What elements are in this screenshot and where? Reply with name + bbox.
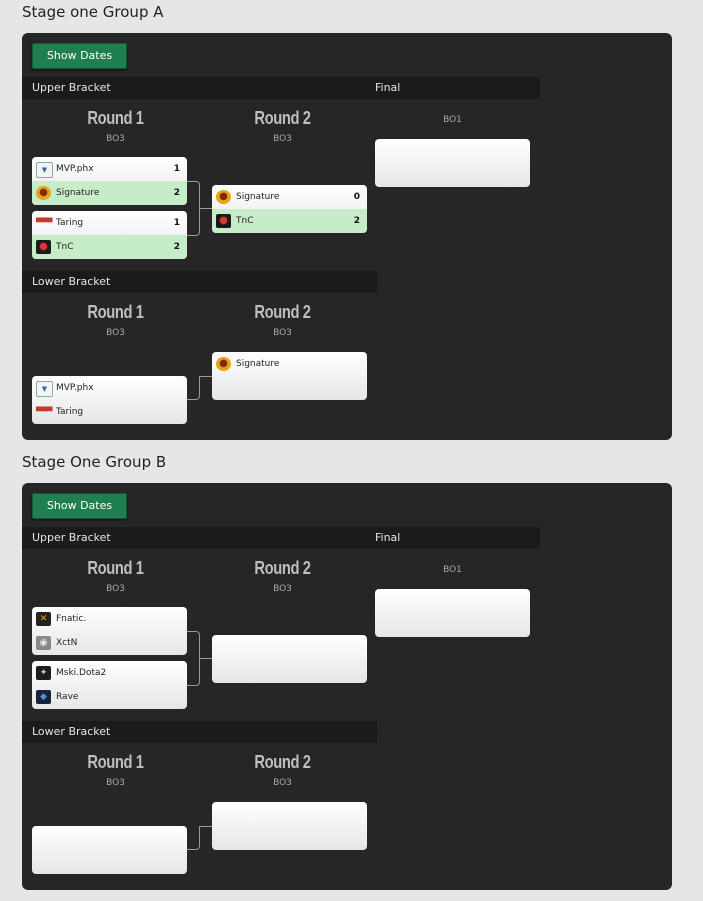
group-b-panel: Show Dates Upper Bracket Final Round 1 B… <box>22 483 672 890</box>
mvp-logo-icon: ▼ <box>36 381 53 397</box>
team-score: 2 <box>173 188 180 198</box>
lower-round1-label: Round 1 <box>87 752 144 772</box>
final-match-card[interactable] <box>375 589 530 637</box>
taring-logo-icon: ▀▀▀ <box>36 407 52 416</box>
rave-logo-icon: ◆ <box>36 690 51 704</box>
team-row[interactable]: ● Signature <box>212 352 367 376</box>
team-row[interactable]: ▀▀▀ Taring <box>32 400 187 424</box>
team-name: TnC <box>236 216 254 226</box>
match-card[interactable]: ● Signature <box>212 352 367 400</box>
team-row[interactable]: ◆ Rave <box>32 685 187 709</box>
upper-round2-label: Round 2 <box>254 108 311 128</box>
team-row[interactable]: ● TnC 2 <box>212 209 367 233</box>
xctn-logo-icon: ◉ <box>36 636 51 650</box>
group-b-title: Stage One Group B <box>22 453 167 471</box>
lower-bracket-header: Lower Bracket <box>22 271 377 293</box>
bracket-connector <box>187 631 200 686</box>
show-dates-button[interactable]: Show Dates <box>32 493 127 519</box>
upper-round1-bo: BO3 <box>106 134 125 144</box>
team-name: Fnatic. <box>56 614 87 624</box>
team-row[interactable]: ▀▀▀ Taring 1 <box>32 211 187 235</box>
taring-logo-icon: ▀▀▀ <box>36 218 52 227</box>
bracket-connector <box>187 376 200 400</box>
bracket-connector <box>200 208 212 209</box>
match-card[interactable]: ● Signature 0 ● TnC 2 <box>212 185 367 233</box>
tnc-logo-icon: ● <box>216 214 231 228</box>
upper-bracket-header: Upper Bracket <box>22 527 367 549</box>
team-score: 2 <box>173 242 180 252</box>
team-row[interactable]: ▼ MVP.phx <box>32 376 187 400</box>
bracket-connector <box>200 658 212 659</box>
bracket-connector <box>187 181 200 236</box>
team-name: Signature <box>56 188 100 198</box>
final-header: Final <box>365 527 540 549</box>
tnc-logo-icon: ● <box>36 240 51 254</box>
team-name: Signature <box>236 359 280 369</box>
match-card[interactable] <box>32 826 187 874</box>
match-card[interactable]: ▼ MVP.phx ▀▀▀ Taring <box>32 376 187 424</box>
team-name: Signature <box>236 192 280 202</box>
team-row[interactable]: ◉ XctN <box>32 631 187 655</box>
team-row[interactable]: ● Signature 2 <box>32 181 187 205</box>
team-name: Taring <box>56 407 84 417</box>
upper-round1-bo: BO3 <box>106 584 125 594</box>
bracket-connector <box>200 376 212 377</box>
upper-bracket-header: Upper Bracket <box>22 77 367 99</box>
team-name: Rave <box>56 692 79 702</box>
signature-logo-icon: ● <box>216 190 231 204</box>
team-row[interactable]: ▼ MVP.phx 1 <box>32 157 187 181</box>
upper-round1-label: Round 1 <box>87 108 144 128</box>
team-name: Mski.Dota2 <box>56 668 107 678</box>
final-bo: BO1 <box>443 565 462 575</box>
team-row[interactable]: ● Signature 0 <box>212 185 367 209</box>
fnatic-logo-icon: ✕ <box>36 612 51 626</box>
show-dates-button[interactable]: Show Dates <box>32 43 127 69</box>
bracket-connector <box>187 826 200 850</box>
team-row[interactable]: ✕ Fnatic. <box>32 607 187 631</box>
lower-round1-bo: BO3 <box>106 328 125 338</box>
match-card[interactable]: ▀▀▀ Taring 1 ● TnC 2 <box>32 211 187 259</box>
group-a-title: Stage one Group A <box>22 3 164 21</box>
mvp-logo-icon: ▼ <box>36 162 53 178</box>
final-header: Final <box>365 77 540 99</box>
lower-round1-label: Round 1 <box>87 302 144 322</box>
signature-logo-icon: ● <box>216 357 231 371</box>
bracket-connector <box>200 826 212 827</box>
team-row[interactable]: ✦ Mski.Dota2 <box>32 661 187 685</box>
signature-logo-icon: ● <box>36 186 51 200</box>
upper-round2-bo: BO3 <box>273 584 292 594</box>
lower-round1-bo: BO3 <box>106 778 125 788</box>
match-card[interactable] <box>212 802 367 850</box>
team-score: 2 <box>353 216 360 226</box>
lower-round2-bo: BO3 <box>273 778 292 788</box>
team-name: Taring <box>56 218 84 228</box>
final-bo: BO1 <box>443 115 462 125</box>
lower-bracket-header: Lower Bracket <box>22 721 377 743</box>
lower-round2-label: Round 2 <box>254 752 311 772</box>
team-name: MVP.phx <box>56 164 94 174</box>
team-score: 1 <box>173 164 180 174</box>
final-match-card[interactable] <box>375 139 530 187</box>
team-name: MVP.phx <box>56 383 94 393</box>
team-row[interactable]: ● TnC 2 <box>32 235 187 259</box>
match-card[interactable] <box>212 635 367 683</box>
team-score: 0 <box>353 192 360 202</box>
upper-round2-label: Round 2 <box>254 558 311 578</box>
team-name: XctN <box>56 638 78 648</box>
team-name: TnC <box>56 242 74 252</box>
match-card[interactable]: ✦ Mski.Dota2 ◆ Rave <box>32 661 187 709</box>
group-a-panel: Show Dates Upper Bracket Final Round 1 B… <box>22 33 672 440</box>
team-score: 1 <box>173 218 180 228</box>
match-card[interactable]: ✕ Fnatic. ◉ XctN <box>32 607 187 655</box>
upper-round2-bo: BO3 <box>273 134 292 144</box>
mski-logo-icon: ✦ <box>36 666 51 680</box>
upper-round1-label: Round 1 <box>87 558 144 578</box>
match-card[interactable]: ▼ MVP.phx 1 ● Signature 2 <box>32 157 187 205</box>
lower-round2-label: Round 2 <box>254 302 311 322</box>
lower-round2-bo: BO3 <box>273 328 292 338</box>
